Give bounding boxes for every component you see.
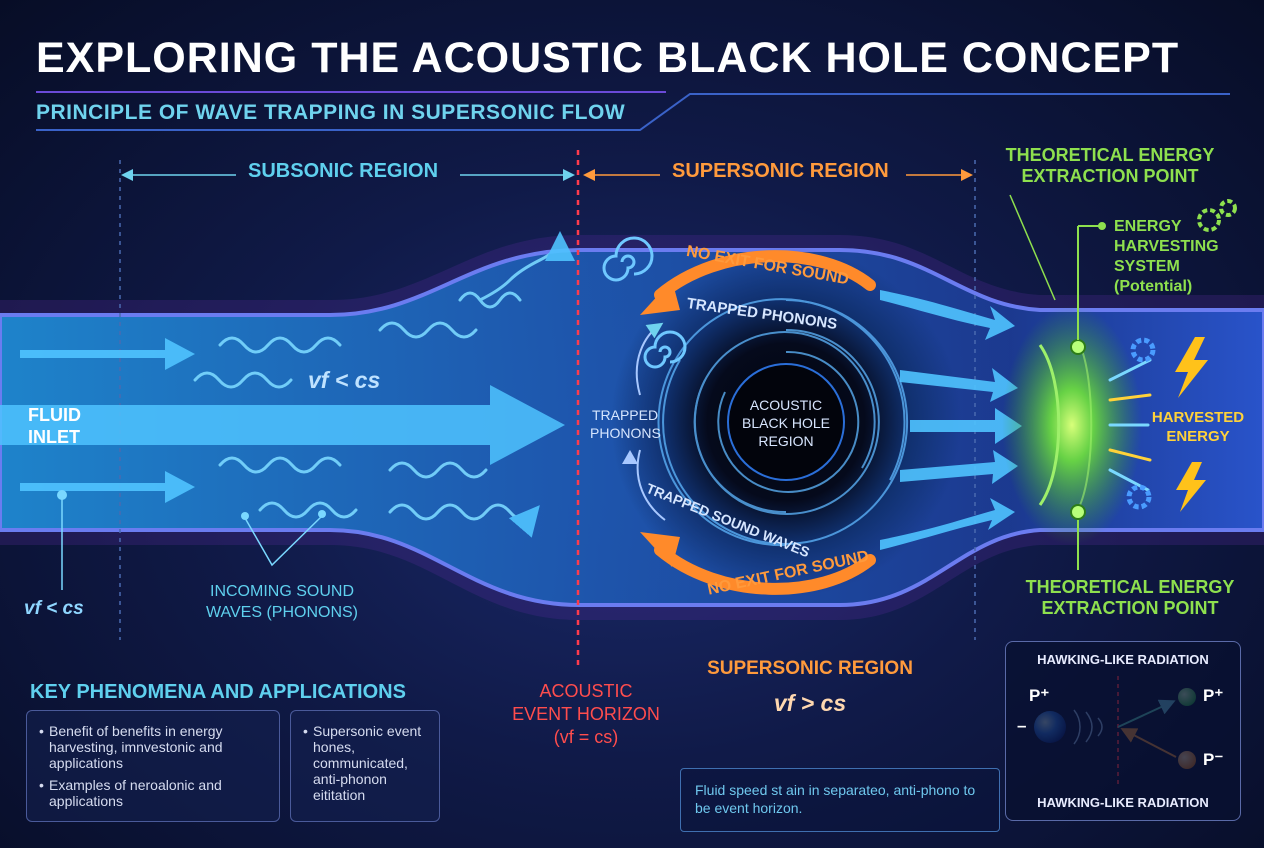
key-phenomena-heading: KEY PHENOMENA AND APPLICATIONS [30, 681, 406, 703]
particle-plus-out-label: P⁺ [1203, 686, 1224, 705]
hawking-radiation-panel: HAWKING-LIKE RADIATION HAWKING-LIKE RADI… [1005, 641, 1241, 821]
page-title: EXPLORING THE ACOUSTIC BLACK HOLE CONCEP… [36, 34, 1180, 82]
core-line: ACOUSTIC [749, 397, 823, 413]
gear-icon [1126, 337, 1156, 510]
horizon-line: ACOUSTIC [539, 681, 633, 701]
inlet-velocity-equation: vf < cs [24, 598, 84, 619]
harvested-line: HARVESTED [1151, 409, 1245, 426]
supersonic-region-bottom-label: SUPERSONIC REGION [707, 658, 913, 679]
event-horizon-label: ACOUSTIC EVENT HORIZON (vf = cs) [498, 680, 674, 749]
inlet-line: INLET [28, 427, 80, 447]
key-phenomena-item: Benefit of benefits in energy harvesting… [39, 723, 269, 771]
core-line: BLACK HOLE [742, 415, 830, 431]
velocity-equation: vf < cs [308, 367, 381, 393]
subsonic-region-label: SUBSONIC REGION [248, 160, 439, 182]
harvest-line: HARVESTING [1114, 238, 1219, 255]
extraction-point-top-label: THEORETICAL ENERGY EXTRACTION POINT [990, 145, 1230, 187]
harvest-line: SYSTEM [1114, 258, 1180, 275]
horizon-line: EVENT HORIZON [512, 704, 660, 724]
note-box: Fluid speed st ain in separateo, anti-ph… [680, 768, 1000, 832]
core-line: REGION [758, 433, 814, 449]
key-phenomena-item: Supersonic event hones, communicated, an… [303, 723, 431, 803]
harvest-line: (Potential) [1114, 278, 1193, 295]
trapped-line: TRAPPED [591, 407, 659, 423]
hawking-title-top: HAWKING-LIKE RADIATION [1037, 652, 1209, 667]
particle-minus-out-label: P⁻ [1203, 750, 1224, 769]
lightning-icon [1176, 462, 1206, 512]
inlet-line: FLUID [28, 405, 81, 425]
harvested-energy-label: HARVESTED ENERGY [1150, 408, 1246, 446]
key-phenomena-box-1: Benefit of benefits in energy harvesting… [26, 710, 280, 822]
extraction-line: THEORETICAL ENERGY [1005, 145, 1215, 165]
extraction-line: EXTRACTION POINT [1041, 598, 1219, 618]
extraction-line: THEORETICAL ENERGY [1025, 577, 1235, 597]
black-hole-core-label: ACOUSTIC BLACK HOLE REGION [722, 396, 850, 450]
supersonic-region-label: SUPERSONIC REGION [672, 160, 889, 182]
trapped-line: PHONONS [590, 425, 661, 441]
incoming-line: INCOMING SOUND [210, 583, 354, 600]
extraction-point-bottom-label: THEORETICAL ENERGY EXTRACTION POINT [1012, 577, 1248, 619]
incoming-line: WAVES (PHONONS) [205, 604, 358, 621]
horizon-line: (vf = cs) [553, 727, 619, 747]
key-phenomena-item: Examples of neroalonic and applications [39, 777, 269, 809]
lightning-icon [1175, 337, 1208, 398]
key-phenomena-box-2: Supersonic event hones, communicated, an… [290, 710, 440, 822]
harvested-line: ENERGY [1166, 428, 1230, 445]
note-text: Fluid speed st ain in separateo, anti-ph… [695, 782, 976, 816]
hawking-title-bottom: HAWKING-LIKE RADIATION [1037, 795, 1209, 810]
page-subtitle: PRINCIPLE OF WAVE TRAPPING IN SUPERSONIC… [36, 101, 626, 124]
trapped-phonons-left-label: TRAPPED PHONONS [590, 406, 661, 442]
harvest-line: ENERGY [1114, 218, 1182, 235]
extraction-line: EXTRACTION POINT [1021, 166, 1199, 186]
harvesting-system-label: ENERGY HARVESTING SYSTEM (Potential) [1114, 217, 1219, 297]
particle-plus-label: P⁺ [1029, 686, 1050, 705]
particle-minus-sign: – [1017, 716, 1027, 735]
incoming-waves-label: INCOMING SOUND WAVES (PHONONS) [182, 581, 382, 623]
supersonic-equation: vf > cs [773, 690, 847, 716]
gear-icon [1197, 199, 1237, 232]
fluid-inlet-label: FLUID INLET [28, 404, 81, 448]
